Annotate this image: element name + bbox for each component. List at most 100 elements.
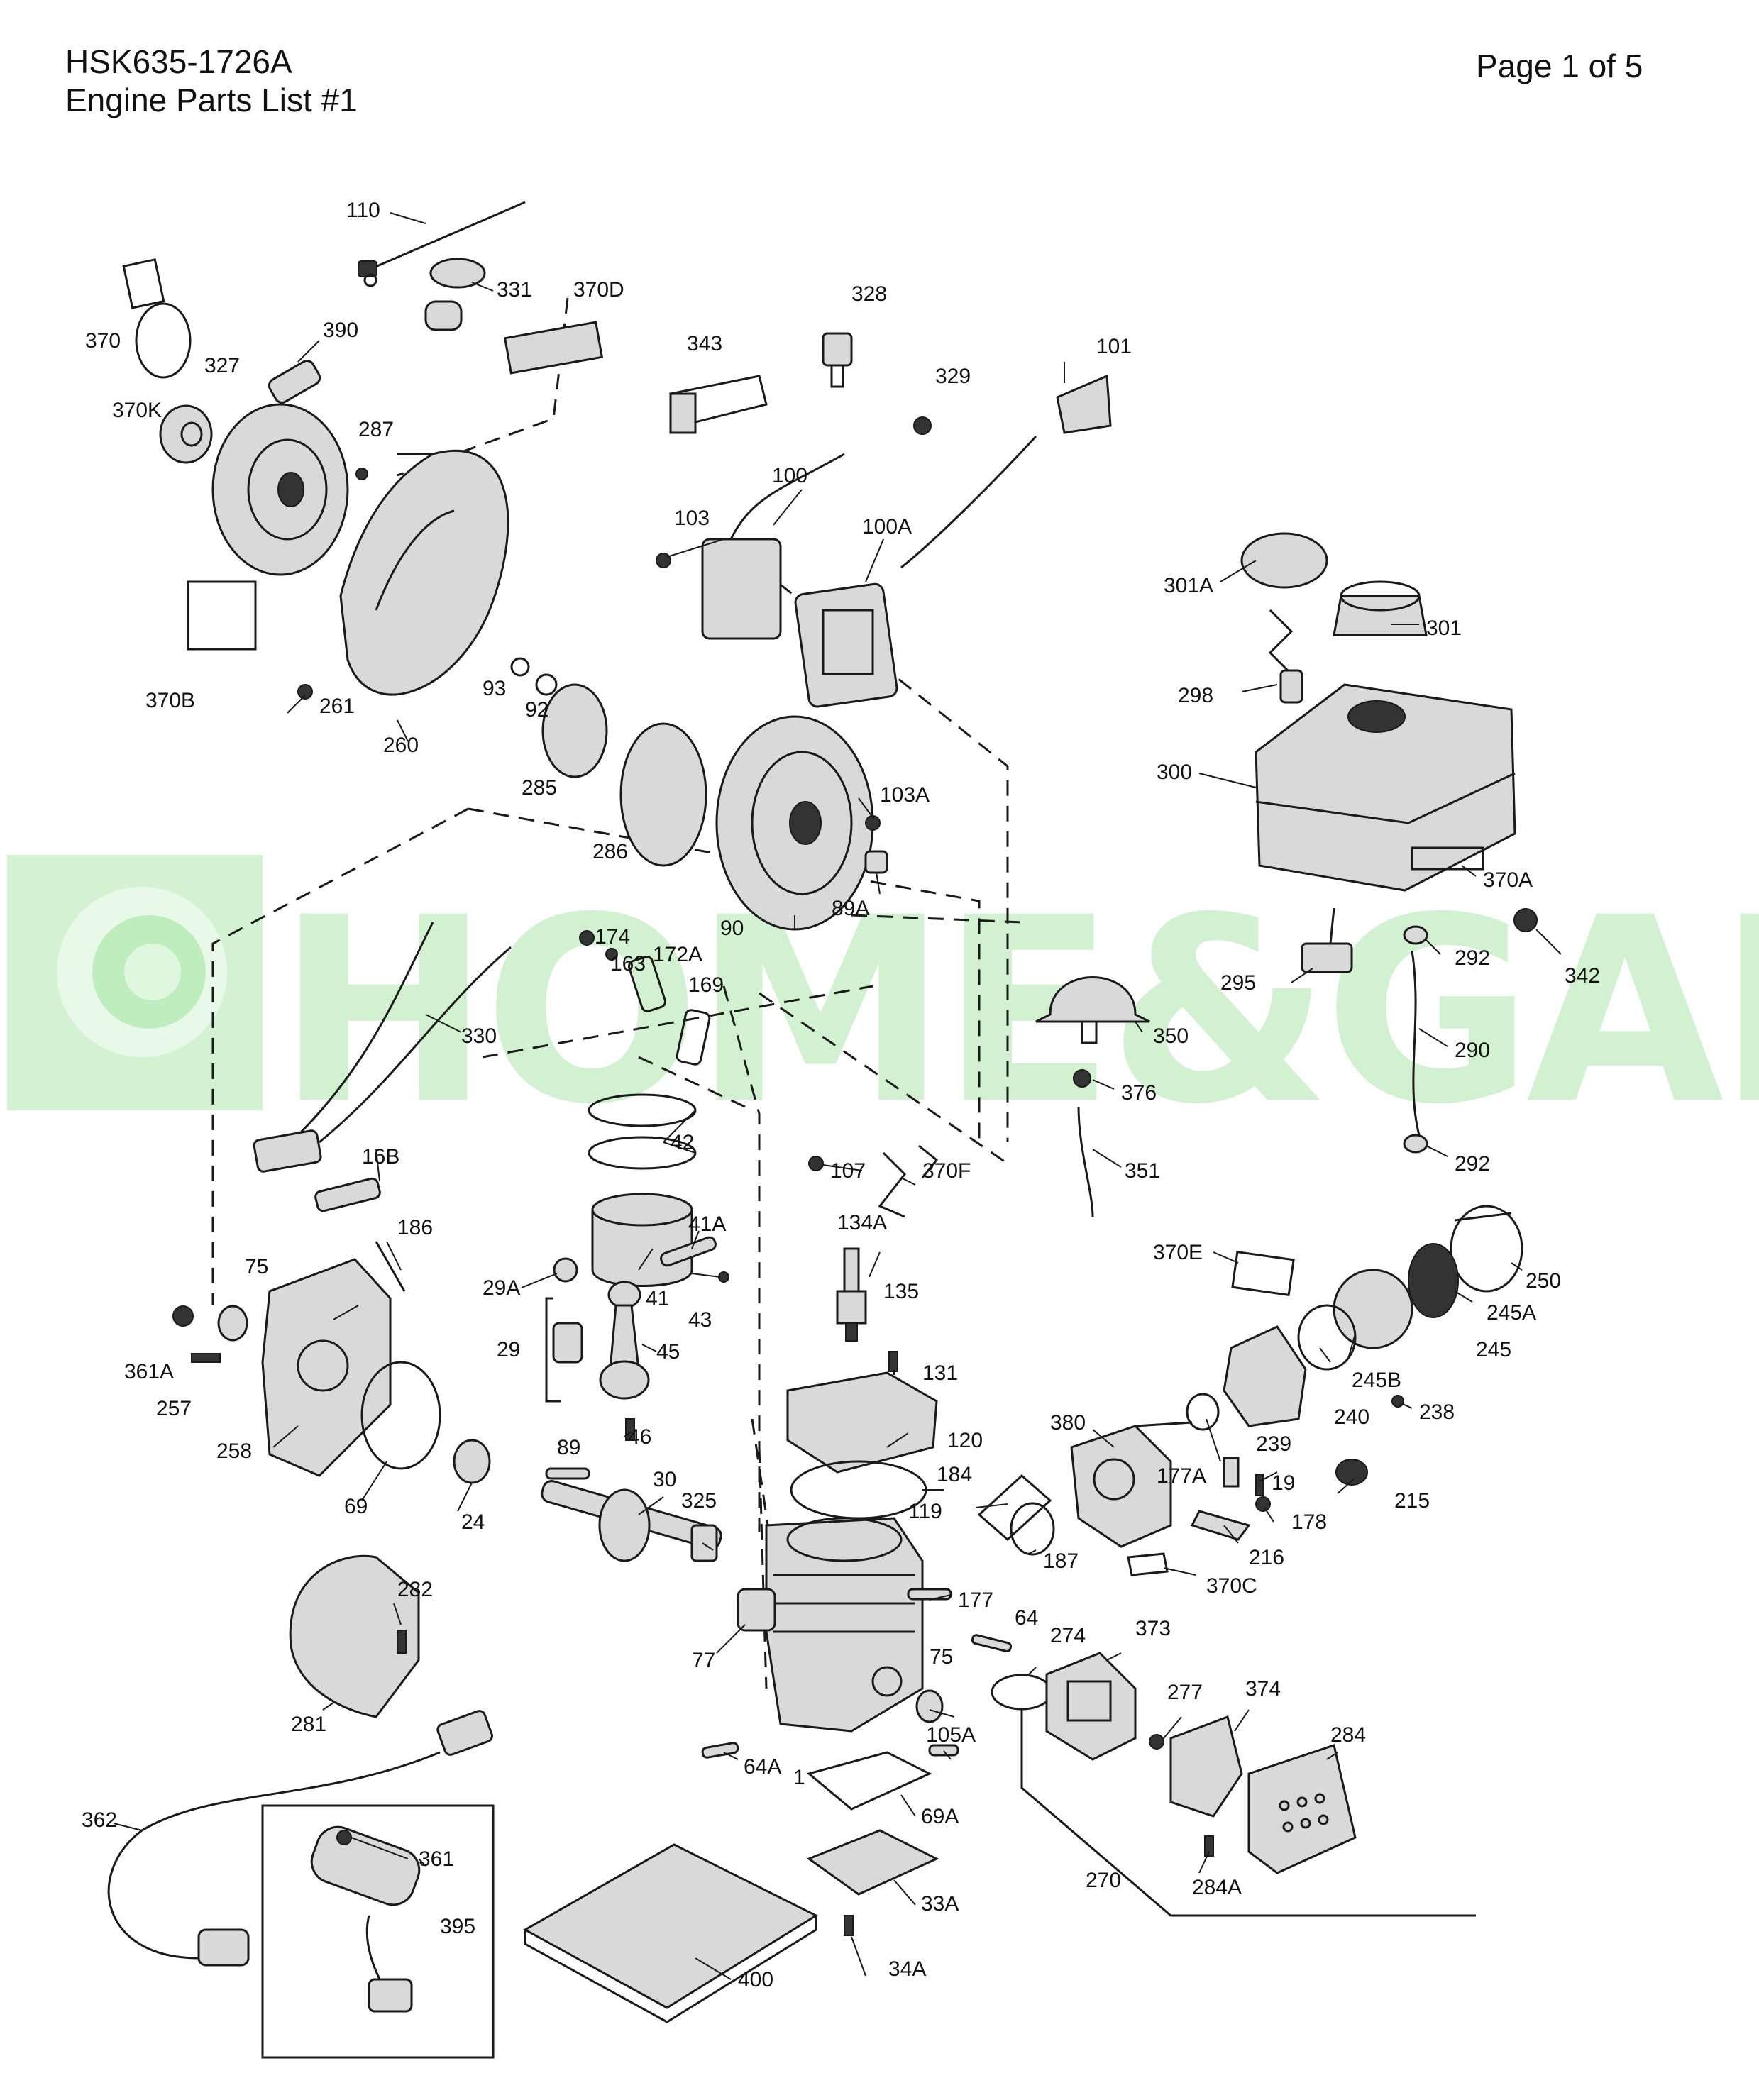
muffler-284-part <box>1247 1744 1357 1874</box>
gasket-172a-part <box>627 956 667 1012</box>
knob-215-part <box>1335 1459 1368 1486</box>
stop-switch-part <box>669 375 768 434</box>
callout-label: 29A <box>483 1276 520 1300</box>
callout-label: 370C <box>1206 1574 1257 1598</box>
screw-107-part <box>808 1156 824 1171</box>
callout-label: 374 <box>1245 1677 1281 1701</box>
electric-starter-box <box>261 1804 495 2059</box>
callout-label: 290 <box>1455 1039 1490 1062</box>
callout-label: 350 <box>1153 1024 1189 1048</box>
gasket-239-part <box>1186 1393 1220 1431</box>
screw-103a-part <box>865 815 881 831</box>
screw-277-part <box>1149 1734 1164 1750</box>
callout-label: 301A <box>1164 574 1213 597</box>
screw-342-part <box>1513 908 1562 955</box>
callout-label: 295 <box>1220 971 1256 995</box>
callout-label: 282 <box>397 1578 433 1601</box>
callout-label: 45 <box>656 1340 680 1364</box>
callout-label: 69A <box>921 1805 959 1828</box>
ignition-bracket-part <box>656 453 845 640</box>
cylinder-block-part <box>765 1517 924 1732</box>
callout-label: 89 <box>557 1436 580 1459</box>
piston-pin-41a-part <box>660 1236 717 1267</box>
callout-label: 46 <box>628 1425 651 1449</box>
key-89-part <box>545 1467 590 1480</box>
connecting-rod-part <box>599 1281 650 1400</box>
screw-261-part <box>297 684 313 700</box>
callout-label: 370E <box>1153 1241 1203 1264</box>
grommet-376-part <box>1073 1069 1091 1088</box>
callout-label: 34A <box>888 1957 926 1981</box>
ignition-module-part <box>794 582 898 708</box>
callout-label: 261 <box>319 695 355 718</box>
washer-92-part <box>535 673 558 696</box>
stud-64-part <box>971 1634 1013 1653</box>
primer-bulb-part <box>1035 976 1150 1044</box>
callout-labels: 110 331 370D 370 370K 327 390 287 328 34… <box>82 199 1600 1991</box>
callout-label: 274 <box>1050 1624 1086 1647</box>
callout-label: 380 <box>1050 1411 1086 1435</box>
callout-label: 342 <box>1565 964 1600 988</box>
callout-label: 178 <box>1291 1510 1327 1534</box>
decal-370c-part <box>1127 1552 1169 1576</box>
callout-label: 41A <box>688 1212 726 1236</box>
callout-label: 1 <box>793 1766 805 1789</box>
primer-line-351-part <box>1077 1106 1094 1217</box>
callout-label: 351 <box>1125 1159 1160 1183</box>
extension-cord-part <box>107 1710 494 1967</box>
spring-186-part <box>375 1241 406 1292</box>
callout-label: 286 <box>592 840 628 863</box>
blower-housing-part <box>339 449 509 696</box>
fuel-shutoff-valve-part <box>1301 907 1353 973</box>
fuel-tank-part <box>1255 683 1516 892</box>
callout-label: 24 <box>461 1510 485 1534</box>
callout-label: 69 <box>344 1495 368 1518</box>
spark-plug-part <box>836 1247 867 1342</box>
callout-label: 376 <box>1121 1081 1157 1105</box>
callout-label: 277 <box>1167 1681 1203 1704</box>
callout-label: 92 <box>525 698 548 722</box>
carburetor-part <box>1070 1421 1193 1548</box>
callout-label: 186 <box>397 1216 433 1239</box>
callout-label: 41 <box>646 1287 669 1310</box>
clip-43-part <box>718 1271 729 1283</box>
screw-238-part <box>1391 1395 1404 1408</box>
callout-label: 285 <box>522 776 557 800</box>
screw-287-part <box>355 468 368 480</box>
screw-177a-part <box>1223 1457 1240 1488</box>
callout-label: 105A <box>926 1723 976 1747</box>
callout-label: 172A <box>653 943 702 966</box>
callout-label: 93 <box>483 677 506 700</box>
callout-label: 75 <box>245 1255 268 1278</box>
fuel-cap-vented-part <box>1240 532 1328 675</box>
callout-label: 110 <box>346 199 380 222</box>
callout-label: 240 <box>1334 1405 1369 1429</box>
ring-370k-part <box>135 302 192 379</box>
bearing-77-part <box>737 1588 776 1632</box>
callout-label: 325 <box>681 1489 717 1513</box>
gasket-187-part <box>1010 1502 1055 1556</box>
head-gasket-part <box>790 1460 927 1520</box>
page-indicator: Page 1 of 5 <box>1476 48 1643 84</box>
owners-manual-part <box>522 1843 819 2023</box>
washer-163-part <box>605 948 618 961</box>
leader-lines <box>113 212 1523 1980</box>
fuel-cap-part <box>1333 580 1428 636</box>
callout-label: 131 <box>922 1361 958 1385</box>
callout-label: 177A <box>1157 1464 1206 1488</box>
screw-19-part <box>1255 1474 1264 1496</box>
lever-216-part <box>1190 1510 1251 1541</box>
callout-label: 284A <box>1192 1876 1242 1899</box>
electric-starter-motor-part <box>310 1825 421 2013</box>
callout-label: 135 <box>883 1280 919 1303</box>
callout-label: 216 <box>1249 1546 1284 1569</box>
callout-label: 64 <box>1015 1606 1038 1630</box>
gasket-274-part <box>991 1674 1053 1711</box>
bolt-257-part <box>191 1353 221 1363</box>
stud-64a-part <box>701 1742 739 1759</box>
callout-label: 298 <box>1178 684 1213 707</box>
callout-label: 343 <box>687 332 722 355</box>
callout-label: 370A <box>1483 868 1533 892</box>
callout-label: 329 <box>935 365 971 388</box>
